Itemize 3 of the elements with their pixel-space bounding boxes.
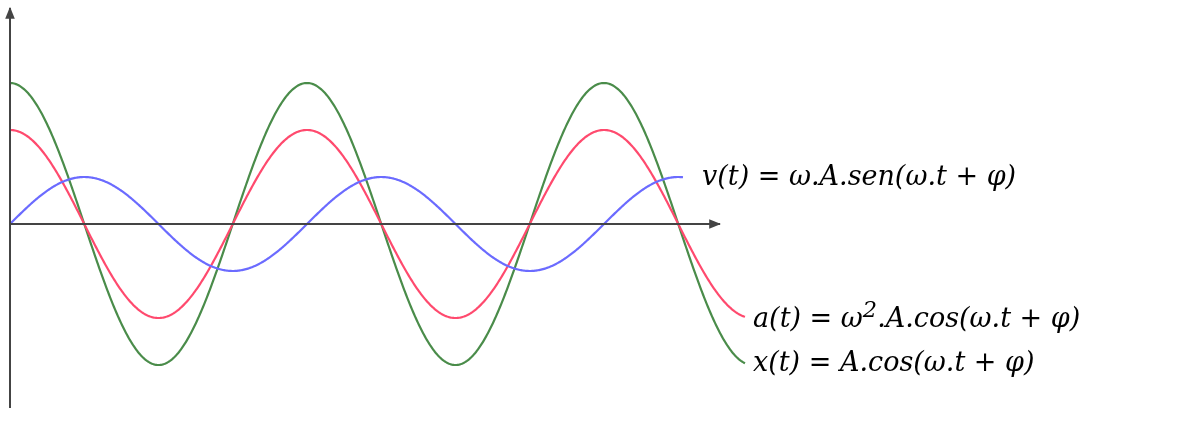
formula-label: a(t) = ω$^{2}$.A.cos(ω.t + φ)	[753, 296, 1081, 335]
formula-label: v(t) = ω.A.sen(ω.t + φ)	[702, 160, 1017, 193]
formula-label: x(t) = A.cos(ω.t + φ)	[753, 346, 1035, 379]
